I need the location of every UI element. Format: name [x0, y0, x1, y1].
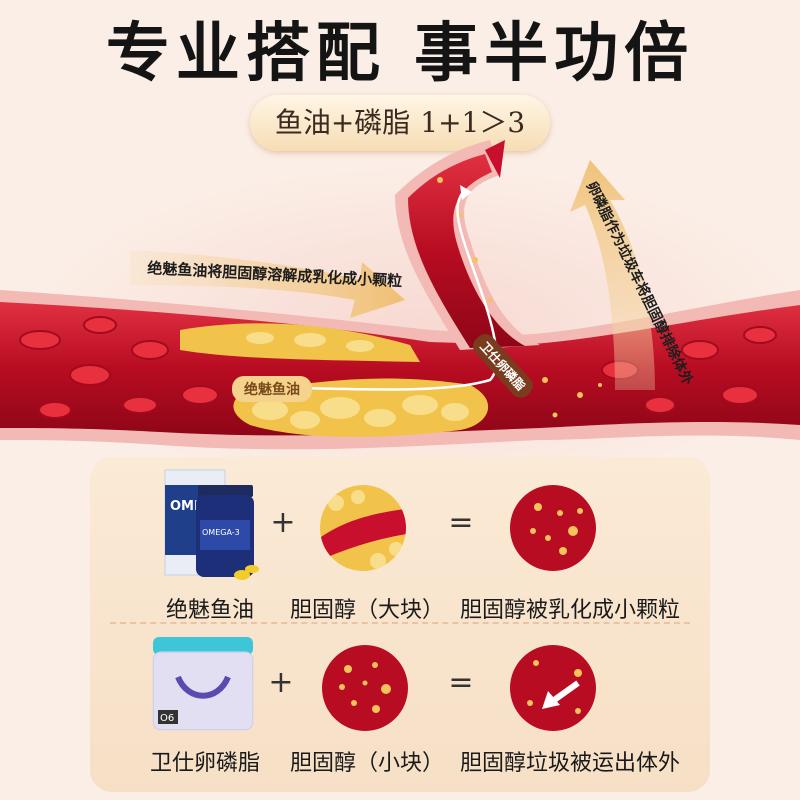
small-cholesterol-circle [322, 645, 408, 731]
large-cholesterol-caption: 胆固醇（大块） [290, 598, 445, 623]
emulsified-particles-circle [510, 485, 596, 571]
plus-operator-1: + [270, 505, 296, 540]
large-cholesterol-circle [320, 485, 406, 571]
branch-lumen [408, 154, 525, 348]
equals-operator-2: = [448, 665, 474, 700]
equals-operator-1: = [448, 505, 474, 540]
fish-oil-arrow [130, 250, 405, 318]
waste-removal-circle [510, 645, 596, 731]
fish-oil-caption: 绝魅鱼油 [165, 598, 254, 623]
waste-removal-caption: 胆固醇垃圾被运出体外 [459, 751, 680, 776]
lecithin-product-image: O6 [152, 637, 254, 731]
panel-divider [110, 622, 690, 624]
svg-text:OMEGA-3: OMEGA-3 [202, 528, 240, 537]
lecithin-caption: 卫仕卵磷脂 [149, 751, 260, 776]
lecithin-arrow [570, 160, 655, 390]
formula-pill: 鱼油+磷脂 1+1＞3 [250, 95, 550, 151]
plus-operator-2: + [268, 665, 294, 700]
small-cholesterol-caption: 胆固醇（小块） [290, 751, 445, 776]
fish-oil-product-image: OMEGA OMEGA-3 [164, 469, 259, 580]
fish-oil-tag: 绝魅鱼油 [232, 376, 312, 402]
plaque-cells [246, 332, 469, 429]
formula-text: 鱼油+磷脂 [274, 106, 411, 139]
page-headline: 专业搭配 事半功倍 [105, 17, 695, 91]
formula-ratio: 1+1＞3 [420, 106, 526, 139]
svg-text:O6: O6 [160, 713, 174, 724]
emulsified-result-caption: 胆固醇被乳化成小颗粒 [459, 598, 680, 623]
